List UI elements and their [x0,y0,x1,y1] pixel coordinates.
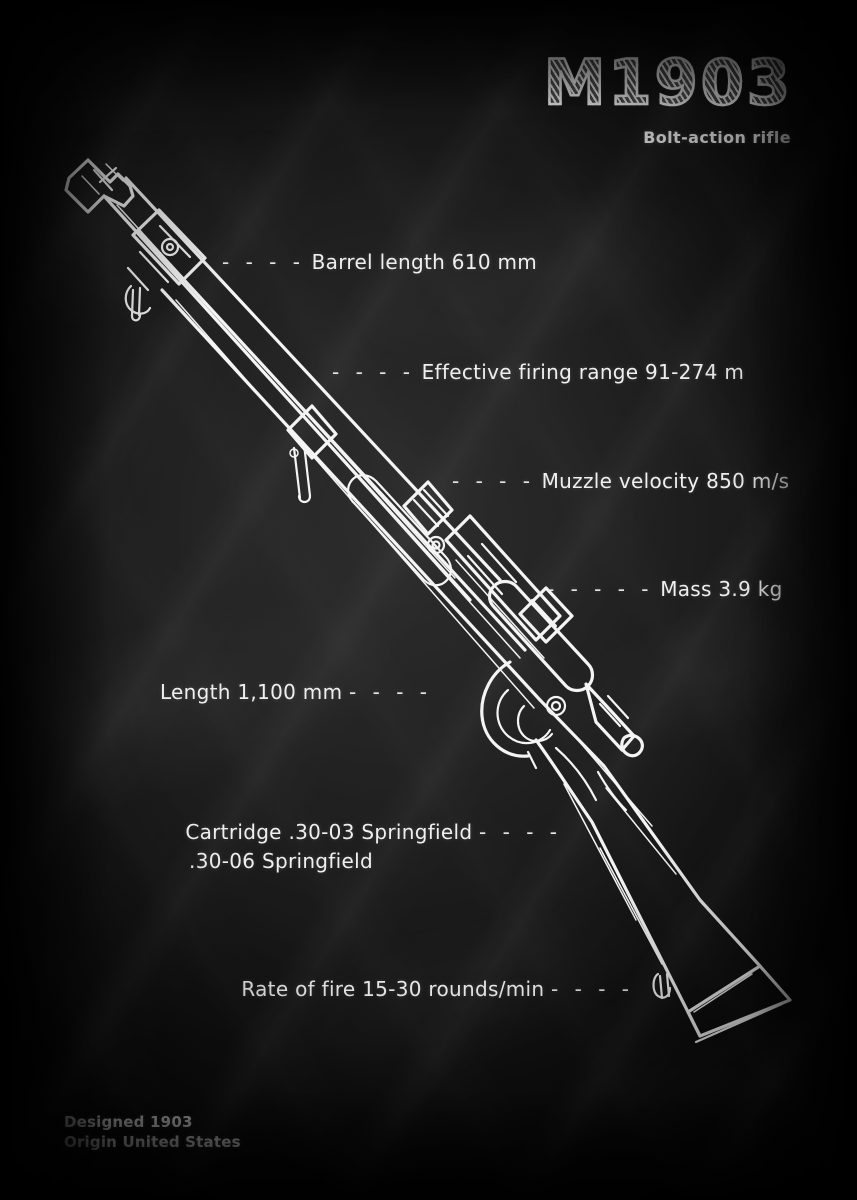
callout-dashes-leading: - - - - [452,469,535,493]
callout-text: Length 1,100 mm [159,680,343,704]
callout-muzzle-velocity: - - - - Muzzle velocity 850 m/s [452,467,789,496]
callout-length: Length 1,100 mm - - - - [0,678,432,707]
callout-dashes-trailing: - - - - [349,680,432,704]
paper-noise-texture [0,0,280,130]
callout-dashes-leading: - - - - - [547,577,654,601]
callout-text: Mass 3.9 kg [660,577,783,601]
callout-text: Barrel length 610 mm [311,250,538,274]
callout-dashes-leading: - - - - [222,250,305,274]
footer-origin: Origin United States [64,1132,241,1151]
callout-text-line2: .30-06 Springfield [189,849,373,873]
footer-designed-year: Designed 1903 [64,1112,193,1131]
callout-text: Rate of fire 15-30 rounds/min [241,977,545,1001]
callout-text: Muzzle velocity 850 m/s [541,469,790,493]
callout-dashes-trailing: - - - - [551,977,634,1001]
footer-credits: Designed 1903 Origin United States [64,1112,241,1153]
page-title: M1903 [542,46,793,119]
page-subtitle: Bolt-action rifle [643,128,791,147]
callout-text: Effective firing range 91-274 m [421,360,745,384]
callout-dashes-trailing: - - - - [479,820,562,844]
callout-dashes-leading: - - - - [332,360,415,384]
callout-rate-of-fire: Rate of fire 15-30 rounds/min - - - - [0,975,634,1004]
callout-barrel-length: - - - - Barrel length 610 mm [222,248,537,277]
callout-mass: - - - - - Mass 3.9 kg [547,575,783,604]
callout-effective-firing-range: - - - - Effective firing range 91-274 m [332,358,744,387]
callout-cartridge: Cartridge .30-03 Springfield - - - - .30… [0,818,562,876]
callout-text: Cartridge .30-03 Springfield [185,820,473,844]
